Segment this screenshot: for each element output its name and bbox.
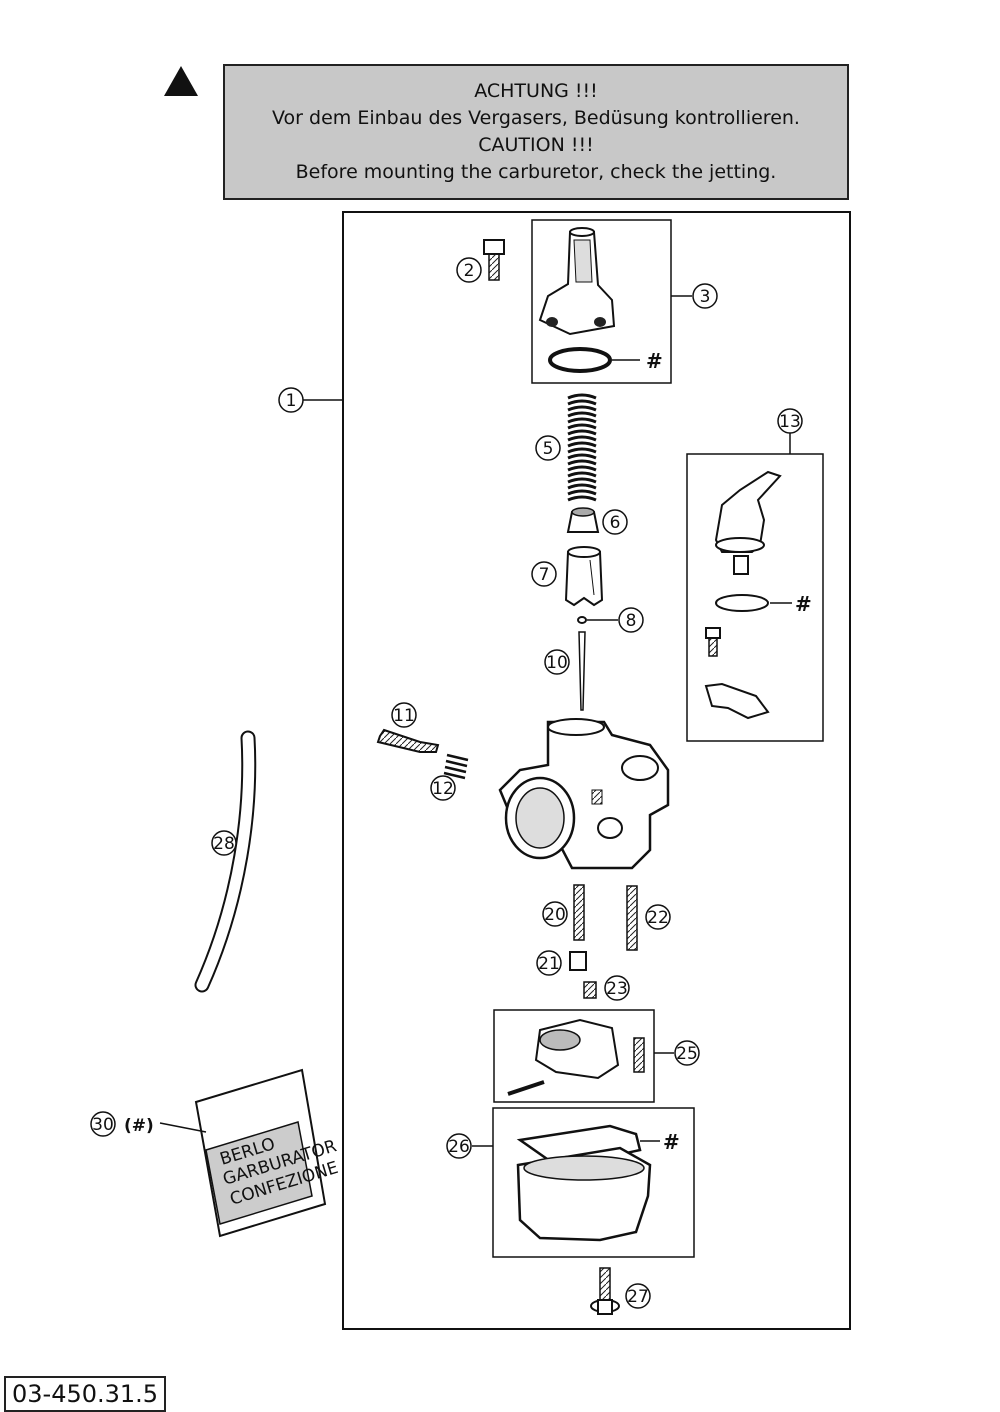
part-30-gasket-kit: BERLO GARBURATOR CONFEZIONE 30 (#) <box>90 1068 341 1238</box>
part-13-choke-group: 13 # <box>686 408 824 742</box>
svg-text:22: 22 <box>647 908 669 928</box>
part-28-fuel-hose: 28 <box>194 730 257 993</box>
svg-text:#: # <box>663 1130 680 1154</box>
part-11-idle-screw: 11 <box>376 702 440 753</box>
part-10-jet-needle: 10 <box>544 631 586 711</box>
part-3-cover-group: # 3 <box>531 219 718 384</box>
svg-text:6: 6 <box>610 513 621 533</box>
svg-text:3: 3 <box>700 287 711 307</box>
part-21-main-jet: 21 <box>536 950 587 976</box>
callout-1: 1 <box>278 387 343 413</box>
carburetor-body <box>498 718 670 870</box>
svg-text:26: 26 <box>448 1137 470 1157</box>
part-22-jet-tube: 22 <box>626 885 671 951</box>
svg-text:12: 12 <box>432 779 454 799</box>
svg-text:2: 2 <box>464 261 475 281</box>
part-2-screw: 2 <box>456 239 505 283</box>
svg-text:1: 1 <box>286 391 297 411</box>
svg-text:21: 21 <box>538 954 560 974</box>
svg-text:27: 27 <box>627 1287 649 1307</box>
part-5-spring: 5 <box>535 393 597 502</box>
part-25-float-group: 25 <box>493 1009 700 1103</box>
part-26-float-bowl-group: # 26 <box>446 1107 695 1258</box>
svg-text:25: 25 <box>676 1044 698 1064</box>
svg-text:10: 10 <box>546 653 568 673</box>
svg-text:23: 23 <box>606 979 628 999</box>
svg-text:11: 11 <box>393 706 415 726</box>
part-8-needle-clip: 8 <box>577 607 644 633</box>
warning-line-2: Vor dem Einbau des Vergasers, Bedüsung k… <box>272 107 800 129</box>
svg-text:20: 20 <box>544 905 566 925</box>
part-12-idle-spring: 12 <box>430 753 469 801</box>
part-6-spring-seat: 6 <box>566 507 628 535</box>
warning-line-4: Before mounting the carburetor, check th… <box>295 161 777 183</box>
svg-text:28: 28 <box>213 834 235 854</box>
warning-line-3: CAUTION !!! <box>478 134 594 156</box>
svg-text:13: 13 <box>779 412 801 432</box>
warning-triangle-icon <box>164 66 198 96</box>
part-7-throttle-slide: 7 <box>531 546 604 607</box>
warning-box: ACHTUNG !!! Vor dem Einbau des Vergasers… <box>223 64 849 200</box>
warning-line-1: ACHTUNG !!! <box>474 80 598 102</box>
svg-text:#: # <box>795 592 812 616</box>
svg-text:7: 7 <box>539 565 550 585</box>
part-27-bolt: 27 <box>590 1267 651 1315</box>
part-23-idle-jet: 23 <box>583 975 630 1001</box>
svg-text:(#): (#) <box>124 1116 154 1136</box>
part-20-jet-tube: 20 <box>542 884 585 941</box>
svg-text:30: 30 <box>92 1115 114 1135</box>
assembly-frame <box>342 211 851 1330</box>
svg-text:8: 8 <box>626 611 637 631</box>
svg-text:5: 5 <box>543 439 554 459</box>
figure-number: 03-450.31.5 <box>4 1376 167 1412</box>
svg-text:#: # <box>646 349 663 373</box>
